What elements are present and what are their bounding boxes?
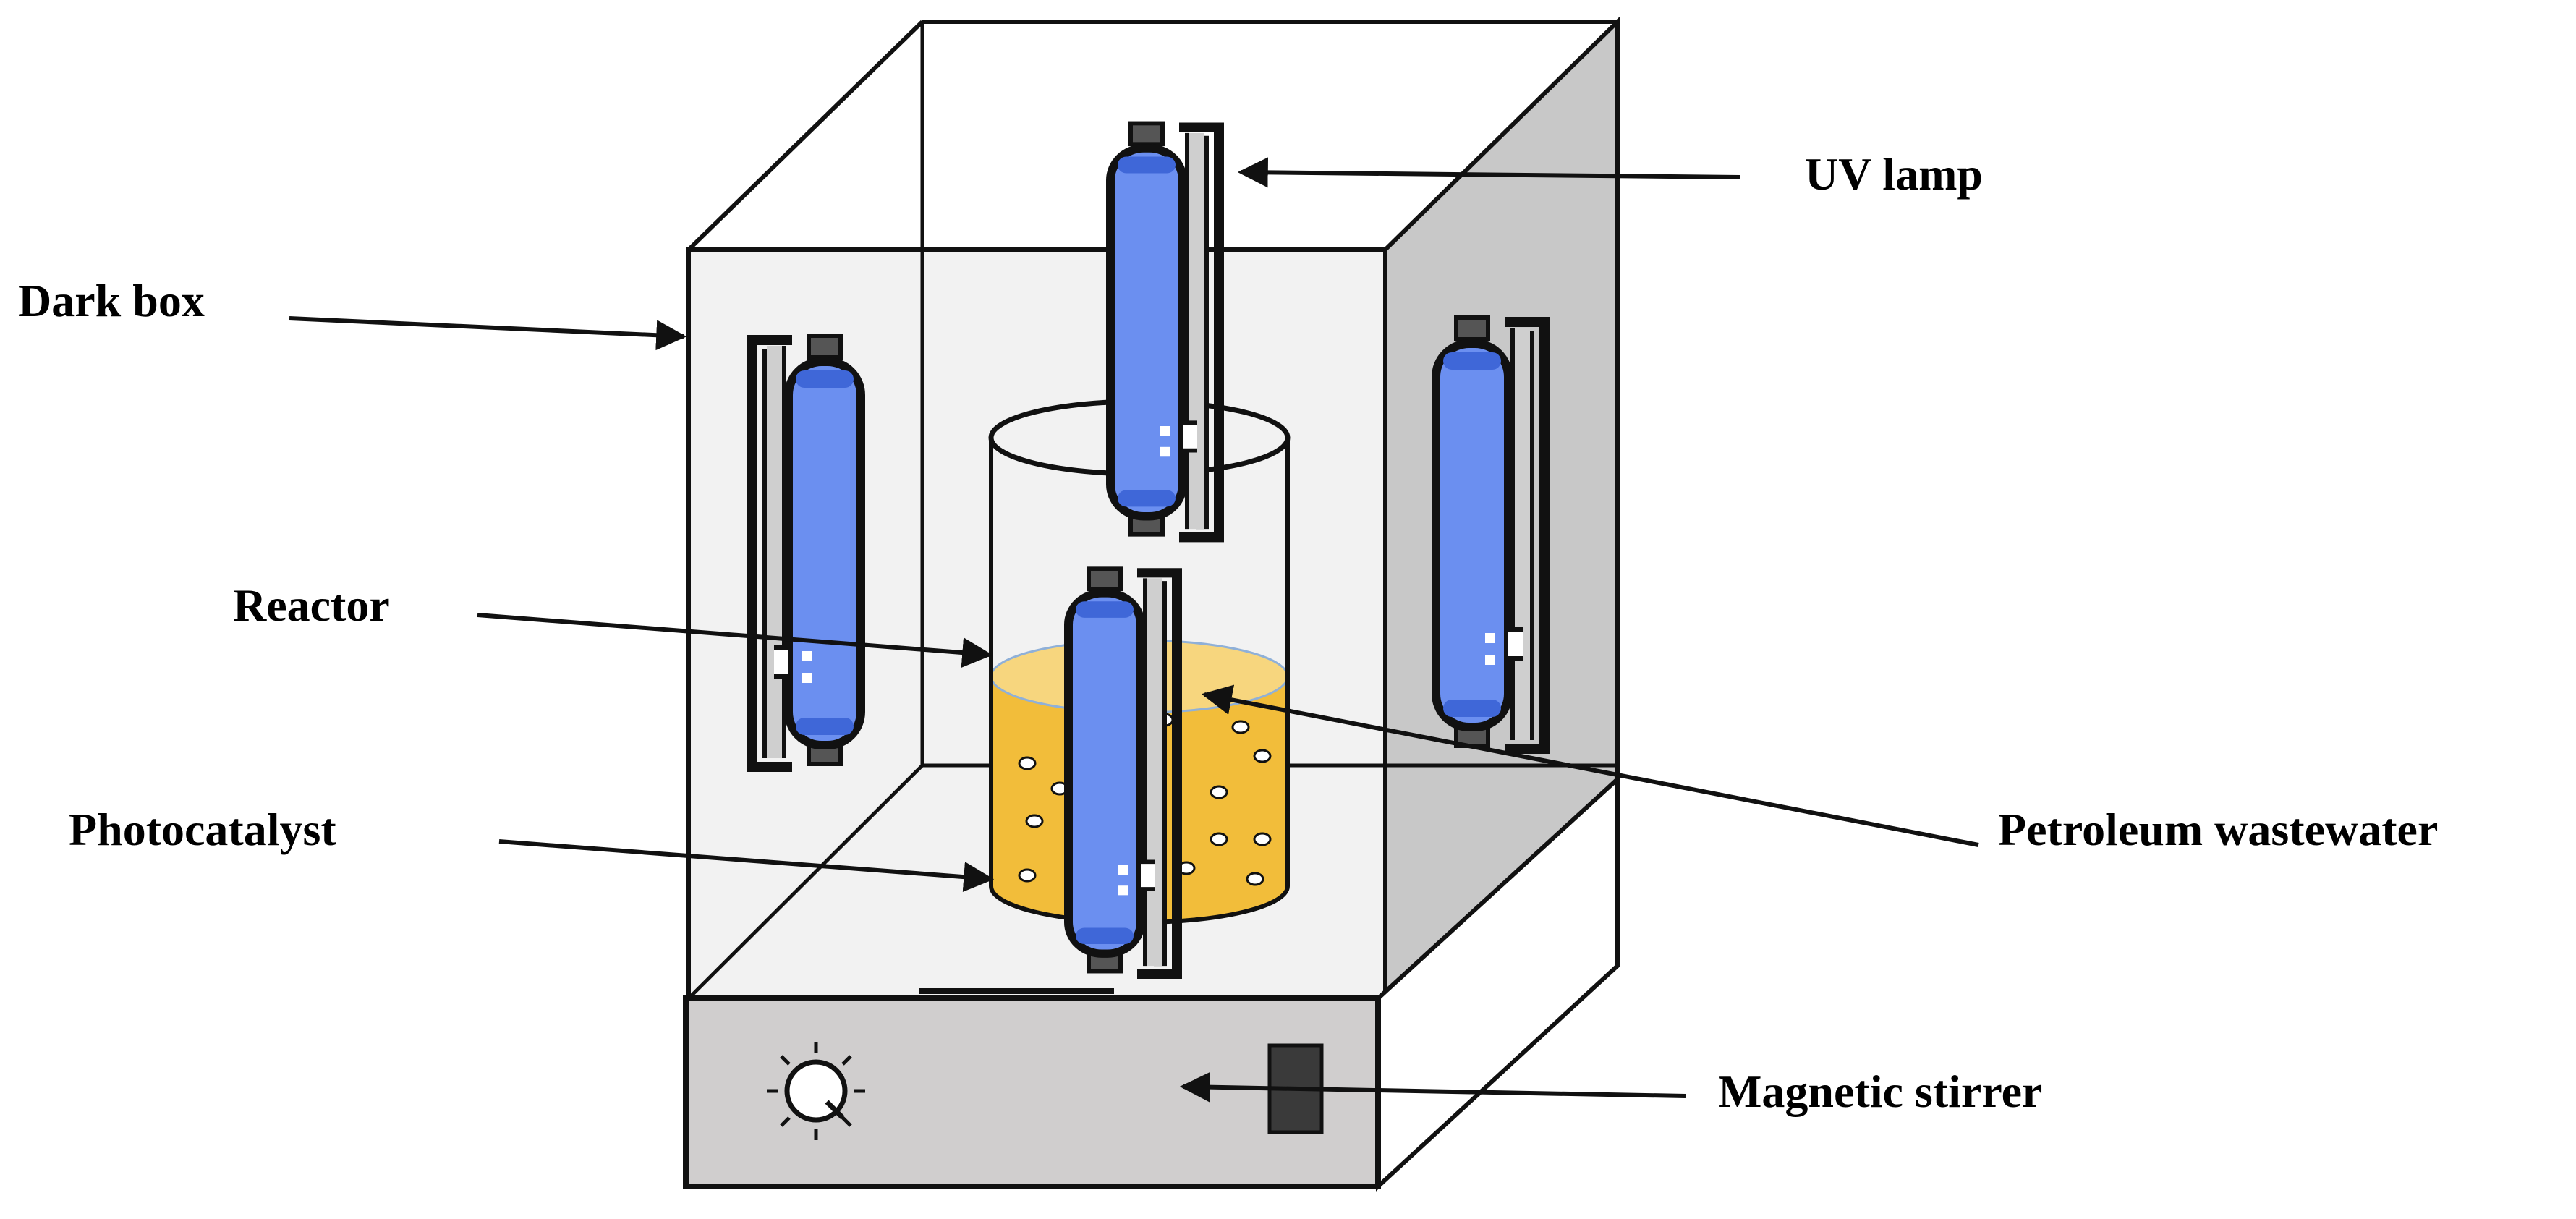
uv-lamp-top <box>1110 123 1219 537</box>
uv-lamp-right <box>1436 318 1544 749</box>
label-dark-box: Dark box <box>18 275 205 326</box>
arrow-photocatalyst <box>498 839 995 893</box>
arrow-uv-lamp <box>1237 157 1740 188</box>
uv-lamp-immersed <box>1068 569 1177 974</box>
label-reactor: Reactor <box>233 579 390 631</box>
label-petroleum-wastewater: Petroleum wastewater <box>1998 804 2438 855</box>
arrow-reactor <box>477 613 993 668</box>
arrow-petroleum-wastewater <box>1201 684 1979 847</box>
uv-lamp-left <box>752 336 861 767</box>
stirrer-knob-icon <box>767 1042 865 1140</box>
leader-arrows <box>289 157 1979 1103</box>
arrow-dark-box <box>289 316 687 351</box>
arrow-magnetic-stirrer <box>1179 1071 1686 1103</box>
label-photocatalyst: Photocatalyst <box>69 804 336 855</box>
magnetic-stirrer <box>683 774 1620 1192</box>
label-uv-lamp: UV lamp <box>1805 148 1983 200</box>
label-magnetic-stirrer: Magnetic stirrer <box>1718 1066 2042 1117</box>
